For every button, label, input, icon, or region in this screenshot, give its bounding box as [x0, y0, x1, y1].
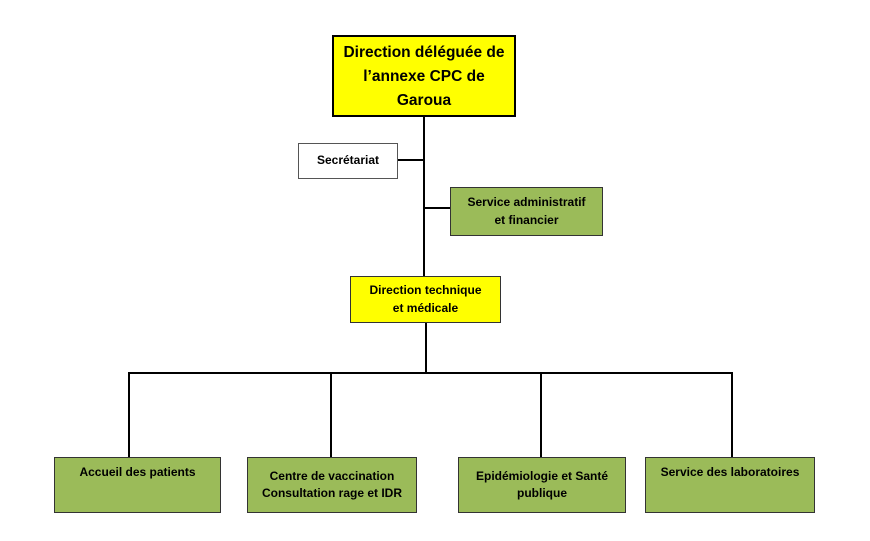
node-service-administratif: Service administratif et financier [450, 187, 603, 236]
connector-bottom-2 [540, 372, 542, 457]
node-service-laboratoires: Service des laboratoires [645, 457, 815, 513]
node-direction-technique: Direction technique et médicale [350, 276, 501, 323]
node-centre-vaccination: Centre de vaccination Consultation rage … [247, 457, 417, 513]
node-epidemiologie: Epidémiologie et Santé publique [458, 457, 626, 513]
connector-technical-down [425, 323, 427, 373]
connector-admin-finance [424, 207, 450, 209]
connector-main-vertical [423, 117, 425, 276]
node-direction-deleguee: Direction déléguée de l’annexe CPC de Ga… [332, 35, 516, 117]
node-accueil-patients: Accueil des patients [54, 457, 221, 513]
connector-bottom-1 [330, 372, 332, 457]
node-secretariat: Secrétariat [298, 143, 398, 179]
connector-bottom-3 [731, 372, 733, 457]
connector-horizontal-bus [128, 372, 733, 374]
connector-bottom-0 [128, 372, 130, 457]
connector-secretariat [398, 159, 424, 161]
